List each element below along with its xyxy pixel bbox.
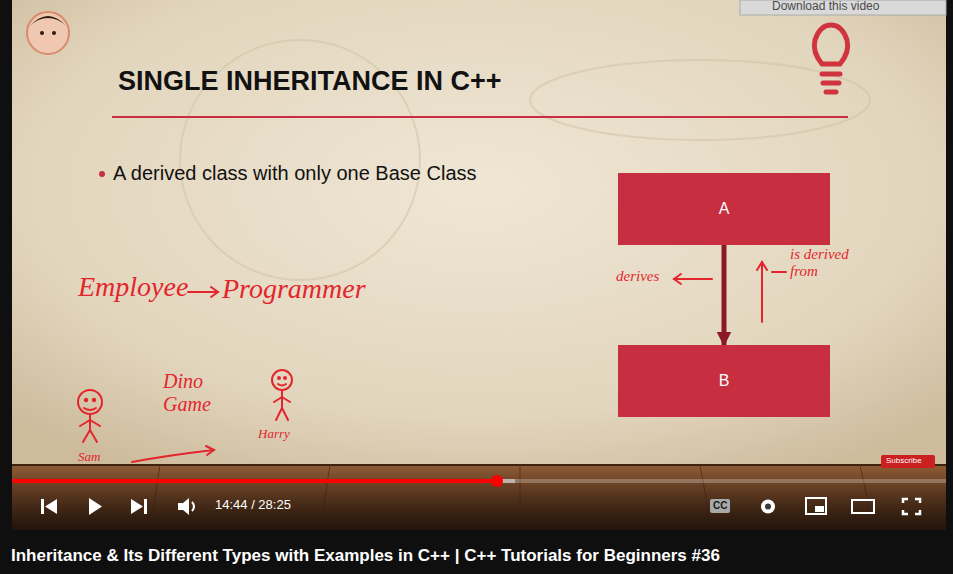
progress-bar <box>12 479 515 483</box>
subscribe-button: Subscribe <box>886 456 922 465</box>
player-controls <box>89 498 102 515</box>
channel-avatar <box>30 16 66 26</box>
player-controls <box>45 499 57 514</box>
stick-figure <box>278 384 286 386</box>
controls-shade <box>12 470 946 530</box>
lightbulb-icon <box>814 25 847 64</box>
stick-figure <box>93 399 95 401</box>
lightbulb-icon <box>826 90 836 95</box>
stick-figure <box>281 390 283 408</box>
hand-arrow <box>757 262 786 322</box>
wood-floor <box>12 465 946 530</box>
stick-figure <box>284 377 286 379</box>
hand-arrow <box>674 274 712 284</box>
handwritten-note: Employee <box>78 271 188 303</box>
bullet-text: A derived class with only one Base Class <box>113 162 477 185</box>
inheritance-arrow <box>722 245 727 345</box>
stick-figure <box>276 408 282 420</box>
figure-name: Harry <box>258 427 290 442</box>
stick-figure <box>282 397 290 402</box>
hand-arrow <box>188 287 218 297</box>
channel-avatar <box>27 12 69 54</box>
time-display: 14:44 / 28:25 <box>215 498 291 513</box>
progress-bar <box>12 479 946 483</box>
wood-floor <box>12 465 946 530</box>
bullet-dot <box>99 171 105 177</box>
hand-arrow <box>761 262 763 322</box>
stick-figure <box>90 430 97 442</box>
captions-button: CC <box>710 499 730 513</box>
lightbulb-icon <box>814 25 847 92</box>
hand-arrow <box>132 446 214 462</box>
class-name: A <box>719 200 730 218</box>
hand-arrow <box>757 262 767 270</box>
slide-ground <box>12 0 946 470</box>
player-controls <box>144 499 147 514</box>
download-bar <box>740 0 946 15</box>
heading-rule <box>112 116 848 118</box>
player-controls <box>815 506 824 512</box>
hand-arrow <box>132 450 214 462</box>
hand-arrow <box>211 287 218 297</box>
stick-figure <box>78 390 102 442</box>
stick-figure <box>278 377 280 379</box>
class-box: A <box>618 173 830 245</box>
stick-figure <box>80 420 90 426</box>
class-box: B <box>618 345 830 417</box>
stick-figure <box>89 414 91 430</box>
hand-arrow <box>206 446 214 455</box>
hand-arrow <box>188 291 218 293</box>
progress-bar <box>12 479 497 483</box>
stick-figure <box>85 399 87 401</box>
player-controls <box>192 502 194 511</box>
player-controls <box>761 500 775 514</box>
player-controls <box>178 498 189 515</box>
stick-figure <box>272 370 292 390</box>
video-title: Inheritance & Its Different Types with E… <box>11 546 720 566</box>
lightbulb-icon <box>823 81 839 86</box>
handwritten-note: is derived from <box>790 246 868 281</box>
player-controls <box>806 498 826 514</box>
stick-figure <box>272 370 292 420</box>
player-controls <box>41 499 44 514</box>
stick-figure <box>84 408 96 410</box>
wood-floor <box>12 464 946 466</box>
stick-figure <box>90 420 100 426</box>
slide-ground <box>12 0 946 470</box>
player-controls <box>852 500 874 513</box>
class-name: B <box>719 372 730 390</box>
player-controls <box>903 499 920 514</box>
channel-avatar <box>40 31 44 35</box>
lightbulb-icon <box>822 72 840 77</box>
handwritten-note: Dino Game <box>163 370 223 416</box>
download-link: Download this video <box>772 0 879 14</box>
slide-heading: SINGLE INHERITANCE IN C++ <box>118 66 502 97</box>
hand-arrow <box>772 271 786 273</box>
player-controls <box>765 504 771 510</box>
channel-avatar <box>27 12 69 54</box>
progress-bar <box>491 475 503 487</box>
stick-figure <box>78 390 102 414</box>
subscribe-badge <box>881 455 935 468</box>
stick-figure <box>274 397 282 402</box>
download-bar <box>740 0 946 15</box>
progress-bar <box>12 475 946 487</box>
player-controls <box>41 498 920 515</box>
stick-figure <box>282 408 288 420</box>
handwritten-note: derives <box>616 268 659 285</box>
player-controls <box>131 499 143 514</box>
channel-avatar <box>52 31 56 35</box>
hand-arrow <box>674 278 712 280</box>
hand-arrow <box>674 274 681 284</box>
figure-name: Sam <box>78 450 100 465</box>
stick-figure <box>83 430 90 442</box>
slide-ground <box>530 60 870 140</box>
handwritten-note: Programmer <box>222 273 366 305</box>
subscribe-badge <box>881 455 935 468</box>
